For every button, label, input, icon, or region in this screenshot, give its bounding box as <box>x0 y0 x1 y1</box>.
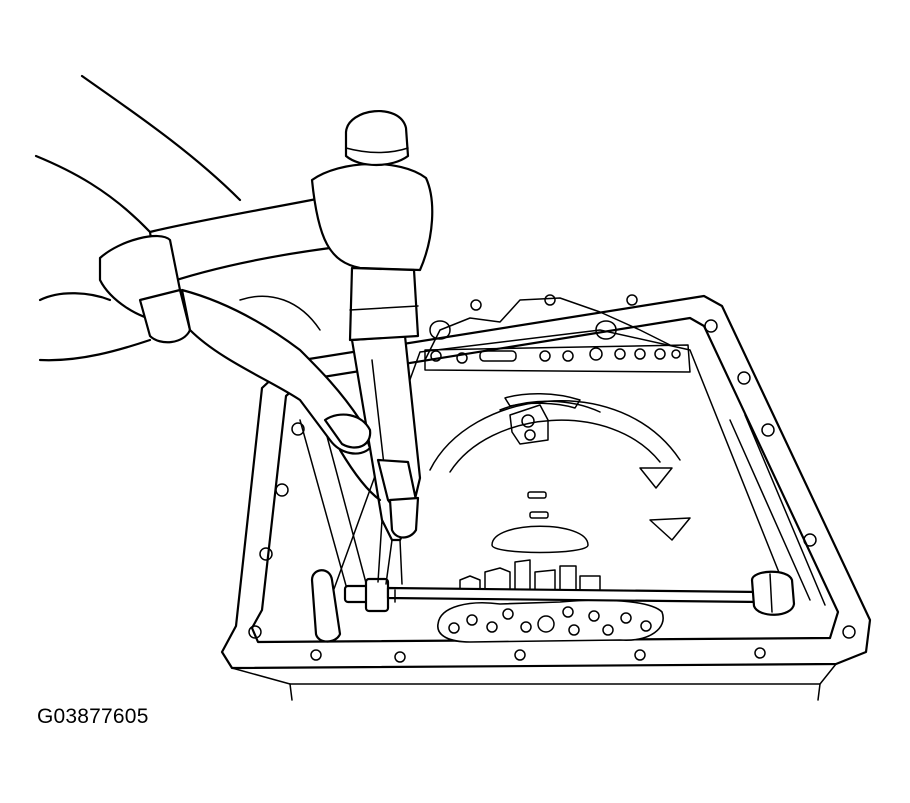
hammer <box>148 109 434 342</box>
hand-and-arm <box>34 74 420 539</box>
small-slots <box>491 491 589 554</box>
left-boss <box>310 569 342 643</box>
shaft-pin <box>343 570 796 616</box>
flange-bolt-holes <box>248 294 856 663</box>
center-boss <box>504 392 581 445</box>
figure-code: G03877605 <box>37 705 149 728</box>
lower-valve-body <box>437 559 664 643</box>
magnet-triangles <box>639 467 691 541</box>
upper-valve-body <box>424 320 691 373</box>
